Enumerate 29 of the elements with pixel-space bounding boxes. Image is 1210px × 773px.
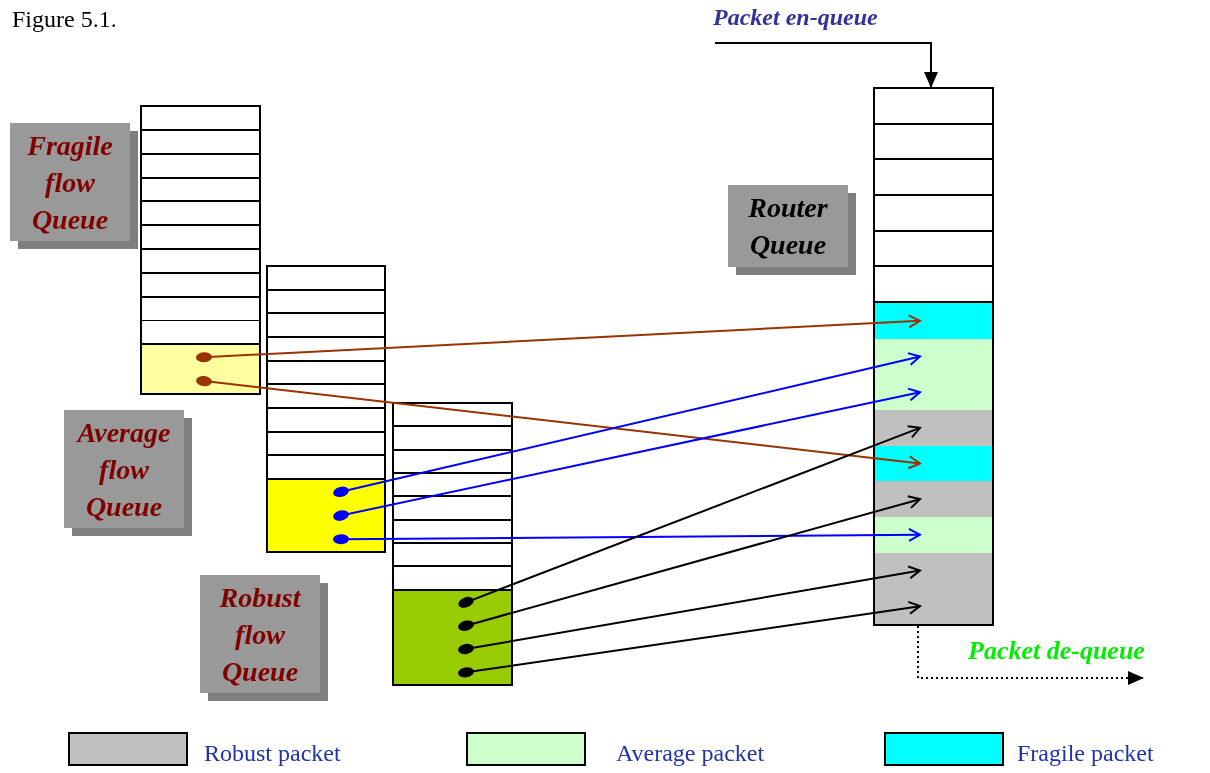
arrow (458, 495, 921, 631)
legend-text: Robust packet (204, 740, 341, 767)
arrow (714, 42, 938, 88)
packet-slot (875, 374, 992, 412)
queue-column (140, 105, 261, 395)
queue-column (266, 265, 386, 553)
queue-column (392, 402, 513, 686)
dequeue-label: Packet de-queue (968, 636, 1145, 666)
packet-slot (875, 303, 992, 341)
queue-column (873, 87, 994, 626)
arrow (458, 425, 921, 608)
arrow (333, 527, 921, 545)
packet-slot (875, 410, 992, 448)
arrow (196, 314, 921, 363)
packet-slot (875, 517, 992, 555)
arrow (333, 387, 921, 521)
packet-slot (875, 588, 992, 624)
packet-slot (268, 527, 384, 551)
arrow (917, 625, 1144, 685)
arrow (333, 352, 921, 498)
figure-caption: Figure 5.1. (12, 6, 117, 33)
arrow (458, 565, 921, 655)
packet-slot (875, 481, 992, 519)
packet-slot (142, 369, 259, 393)
legend-text: Fragile packet (1017, 740, 1154, 767)
arrow (196, 376, 921, 470)
enqueue-label: Packet en-queue (713, 4, 878, 31)
arrow (458, 600, 921, 678)
legend-text: Average packet (616, 740, 765, 767)
